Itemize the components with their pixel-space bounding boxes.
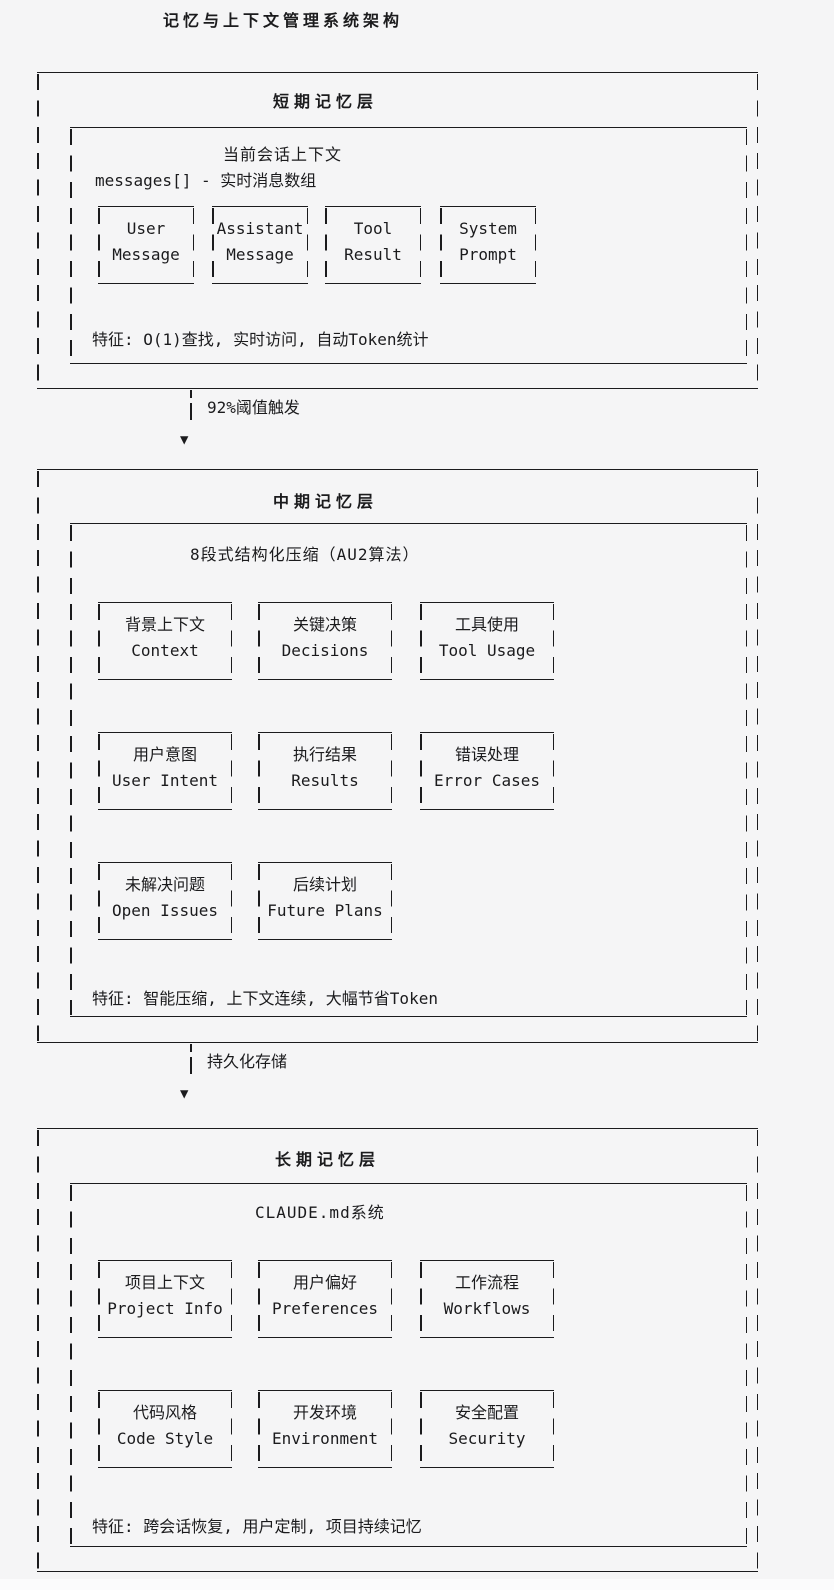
box-tool-usage: 工具使用 Tool Usage — [420, 602, 554, 680]
box-project-info: 项目上下文 Project Info — [98, 1260, 232, 1338]
session-context-panel: 当前会话上下文 messages[] - 实时消息数组 User Message… — [70, 127, 747, 364]
connector-line — [190, 390, 192, 398]
compression-row-3: 未解决问题 Open Issues 后续计划 Future Plans — [70, 862, 747, 940]
layer-title: 长期记忆层 — [275, 1150, 381, 1169]
panel-title: 当前会话上下文 — [223, 145, 343, 164]
box-future-plans: 后续计划 Future Plans — [258, 862, 392, 940]
layer-title: 中期记忆层 — [273, 492, 379, 511]
box-key-decisions: 关键决策 Decisions — [258, 602, 392, 680]
panel-title: CLAUDE.md系统 — [255, 1203, 385, 1222]
connector-line — [190, 403, 192, 420]
layer-title: 短期记忆层 — [273, 92, 379, 111]
compression-panel: 8段式结构化压缩（AU2算法） 背景上下文 Context 关键决策 Decis… — [70, 523, 747, 1017]
box-open-issues: 未解决问题 Open Issues — [98, 862, 232, 940]
compression-row-2: 用户意图 User Intent 执行结果 Results 错误处理 Error… — [70, 732, 747, 810]
arrow-compaction-trigger: 92%阈值触发 ▼ — [0, 389, 834, 459]
box-workflows: 工作流程 Workflows — [420, 1260, 554, 1338]
compression-row-1: 背景上下文 Context 关键决策 Decisions 工具使用 Tool U… — [70, 602, 747, 680]
box-results: 执行结果 Results — [258, 732, 392, 810]
claude-md-row-2: 代码风格 Code Style 开发环境 Environment 安全配置 Se… — [70, 1390, 747, 1468]
box-preferences: 用户偏好 Preferences — [258, 1260, 392, 1338]
box-tool-result: Tool Result — [325, 206, 421, 284]
box-environment: 开发环境 Environment — [258, 1390, 392, 1468]
claude-md-panel: CLAUDE.md系统 项目上下文 Project Info 用户偏好 Pref… — [70, 1183, 747, 1547]
message-boxes-row: User Message Assistant Message Tool Resu… — [70, 206, 747, 284]
box-user-intent: 用户意图 User Intent — [98, 732, 232, 810]
connector-line — [190, 1044, 192, 1052]
arrow-label: 持久化存储 — [207, 1052, 288, 1071]
box-security: 安全配置 Security — [420, 1390, 554, 1468]
features-caption: 特征: 智能压缩, 上下文连续, 大幅节省Token — [92, 989, 438, 1008]
layer-long-term-memory: 长期记忆层 CLAUDE.md系统 项目上下文 Project Info 用户偏… — [37, 1128, 758, 1572]
page-bottom-strip — [0, 1579, 834, 1590]
arrow-label: 92%阈值触发 — [207, 398, 300, 417]
box-background-context: 背景上下文 Context — [98, 602, 232, 680]
features-caption: 特征: 跨会话恢复, 用户定制, 项目持续记忆 — [92, 1517, 422, 1536]
box-assistant-message: Assistant Message — [212, 206, 308, 284]
panel-title: 8段式结构化压缩（AU2算法） — [190, 545, 420, 564]
connector-line — [190, 1057, 192, 1074]
box-error-cases: 错误处理 Error Cases — [420, 732, 554, 810]
box-system-prompt: System Prompt — [440, 206, 536, 284]
diagram-title: 记忆与上下文管理系统架构 — [163, 11, 404, 30]
layer-short-term-memory: 短期记忆层 当前会话上下文 messages[] - 实时消息数组 User M… — [37, 72, 758, 389]
messages-array-note: messages[] - 实时消息数组 — [95, 171, 317, 190]
layer-mid-term-memory: 中期记忆层 8段式结构化压缩（AU2算法） 背景上下文 Context 关键决策… — [37, 469, 758, 1043]
features-caption: 特征: O(1)查找, 实时访问, 自动Token统计 — [92, 330, 429, 349]
claude-md-row-1: 项目上下文 Project Info 用户偏好 Preferences 工作流程… — [70, 1260, 747, 1338]
arrow-persistence: 持久化存储 ▼ — [0, 1043, 834, 1113]
box-code-style: 代码风格 Code Style — [98, 1390, 232, 1468]
down-arrow-icon: ▼ — [180, 432, 189, 448]
down-arrow-icon: ▼ — [180, 1086, 189, 1102]
box-user-message: User Message — [98, 206, 194, 284]
